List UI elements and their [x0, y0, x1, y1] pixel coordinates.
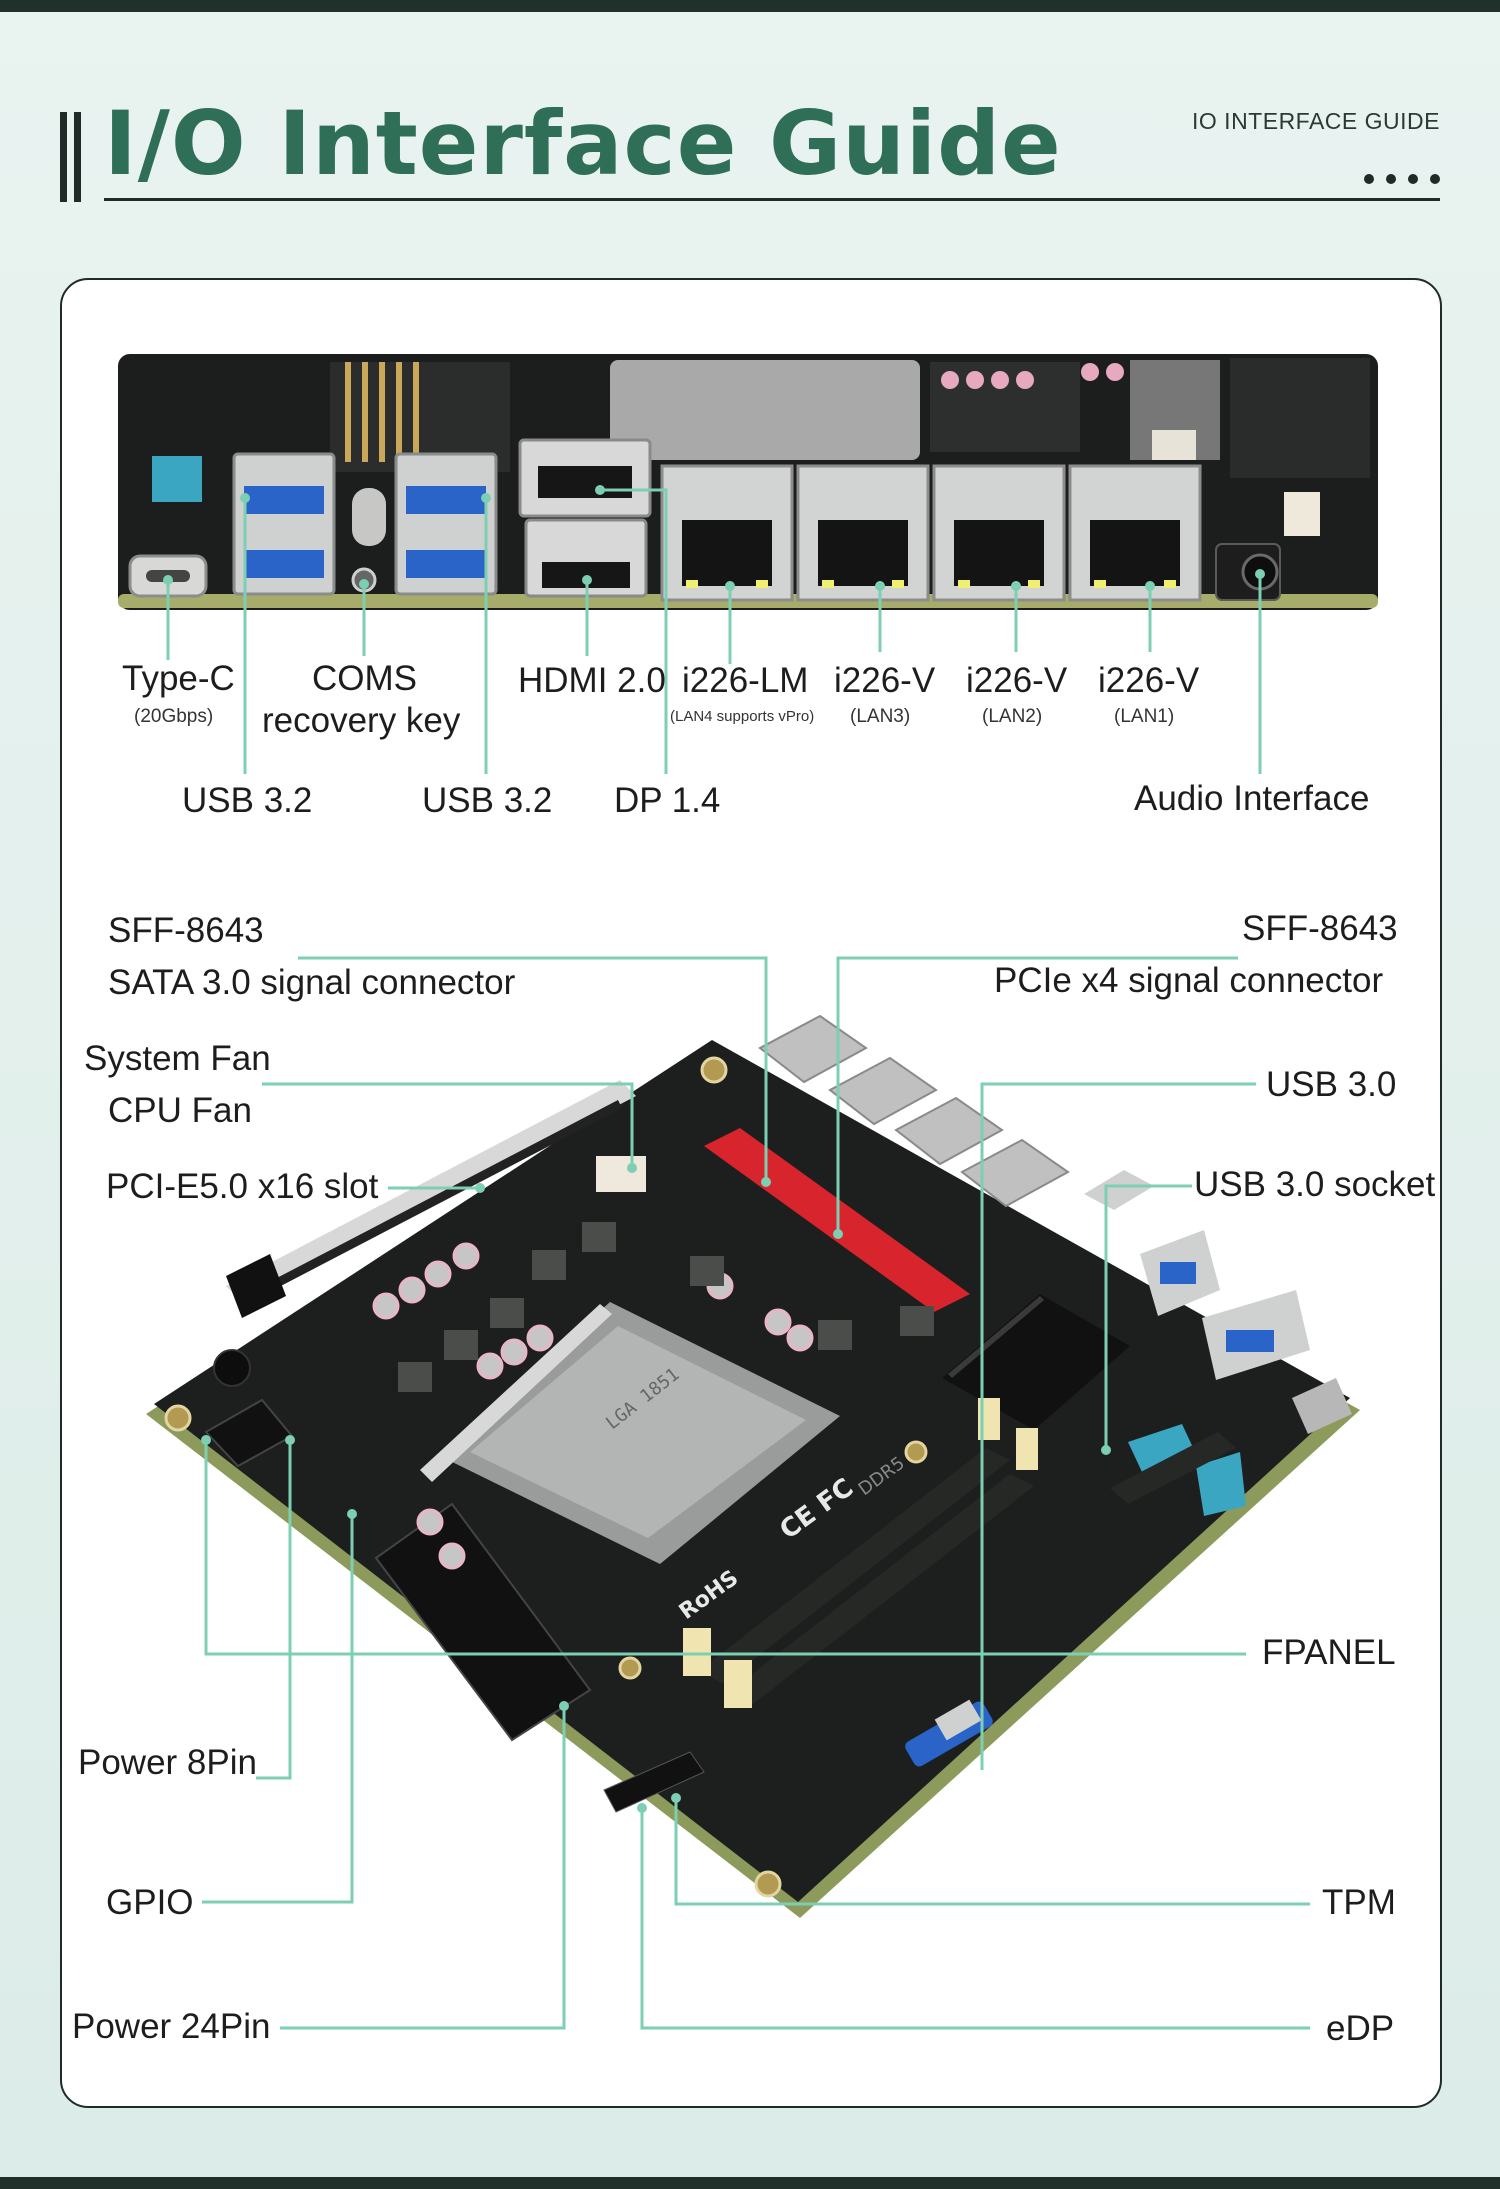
label-power-24pin: Power 24Pin — [72, 2007, 271, 2046]
ethernet-port-icon — [1068, 464, 1202, 602]
label-lan4: i226-LM — [682, 661, 809, 700]
label-usb-left: USB 3.2 — [182, 781, 313, 820]
label-cpu-fan: CPU Fan — [108, 1091, 252, 1130]
bottom-bar — [0, 2177, 1500, 2189]
label-usb-mid: USB 3.2 — [422, 781, 553, 820]
label-usb30: USB 3.0 — [1266, 1065, 1397, 1104]
ethernet-port-icon — [932, 464, 1066, 602]
label-coms-sub: recovery key — [262, 701, 461, 740]
label-type-c-speed: (20Gbps) — [134, 706, 214, 727]
label-lan3-note: (LAN3) — [850, 706, 911, 727]
ethernet-port-icon — [796, 464, 930, 602]
label-lan2-note: (LAN2) — [982, 706, 1043, 727]
label-hdmi: HDMI 2.0 — [518, 661, 666, 700]
heatsink-icon — [942, 1294, 1130, 1430]
audio-jack-icon — [1215, 543, 1281, 601]
label-sff-sata-title: SFF-8643 — [108, 911, 264, 950]
label-audio: Audio Interface — [1134, 779, 1370, 818]
label-usb30-socket: USB 3.0 socket — [1194, 1165, 1436, 1204]
label-type-c: Type-C — [122, 659, 235, 698]
leader-dots — [163, 485, 1265, 1813]
title-rule — [104, 198, 1440, 201]
label-edp: eDP — [1326, 2009, 1395, 2048]
label-lan1-note: (LAN1) — [1114, 706, 1175, 727]
main-board — [146, 1014, 1360, 1918]
top-bar — [0, 0, 1500, 12]
label-system-fan: System Fan — [84, 1039, 271, 1078]
label-sff-pcie-title: SFF-8643 — [1242, 909, 1398, 948]
hdmi-port-icon — [524, 518, 648, 598]
usb-port-icon — [394, 452, 498, 596]
page-title: I/O Interface Guide — [104, 92, 1062, 195]
cpu-socket-icon — [420, 1302, 840, 1564]
usb-port-icon — [232, 452, 336, 596]
displayport-icon — [518, 438, 652, 518]
label-lan3: i226-V — [834, 661, 936, 700]
label-lan4-note: (LAN4 supports vPro) — [670, 708, 815, 725]
label-gpio: GPIO — [106, 1883, 194, 1922]
label-dp: DP 1.4 — [614, 781, 721, 820]
label-tpm: TPM — [1322, 1883, 1396, 1922]
header-dots — [1364, 174, 1442, 184]
label-sff-pcie-desc: PCIe x4 signal connector — [994, 961, 1384, 1000]
teal-header — [152, 456, 202, 502]
title-accent-bars — [60, 112, 82, 202]
header-eyebrow: IO INTERFACE GUIDE — [1192, 108, 1440, 134]
label-fpanel: FPANEL — [1262, 1633, 1396, 1672]
label-lan2: i226-V — [966, 661, 1068, 700]
pcie-x16-slot — [226, 1080, 636, 1302]
ethernet-port-icon — [660, 464, 794, 602]
label-lan1: i226-V — [1098, 661, 1200, 700]
label-coms: COMS — [312, 659, 417, 698]
label-power-8pin: Power 8Pin — [78, 1743, 257, 1782]
label-pcie-slot: PCI-E5.0 x16 slot — [106, 1167, 379, 1206]
label-sff-sata-desc: SATA 3.0 signal connector — [108, 963, 516, 1002]
leader-lines — [166, 488, 1310, 2030]
